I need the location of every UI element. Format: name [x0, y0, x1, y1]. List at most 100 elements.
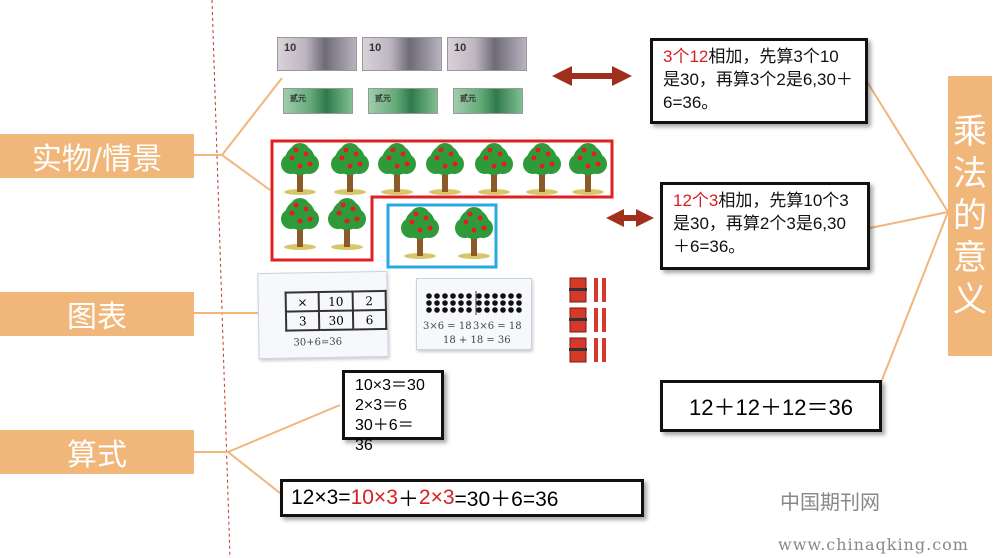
dot-mark: [434, 293, 440, 299]
banknote-two-1: 贰元: [283, 88, 353, 114]
apple-tree-icon: [281, 198, 319, 250]
dot-mark: [434, 307, 440, 313]
banknote-ten-3: 10: [447, 37, 527, 71]
dot-mark: [476, 307, 482, 313]
dot-mark: [508, 293, 514, 299]
apple-tree-icon: [523, 143, 561, 195]
banknote-two-2: 贰元: [368, 88, 438, 114]
meaning-char-4: 意: [953, 238, 987, 278]
apple-tree-icon: [426, 143, 464, 195]
meaning-char-3: 的: [953, 196, 987, 236]
blue-box-trees: [386, 203, 498, 269]
apple-tree-icon: [331, 143, 369, 195]
table-cell: 10: [318, 291, 353, 312]
dot-mark: [484, 300, 490, 306]
table-row: 3 30 6: [285, 309, 387, 331]
table-cell: 3: [285, 311, 320, 331]
dot-mark: [476, 293, 482, 299]
banknote-ten-2-value: 10: [369, 42, 382, 54]
dot-mark: [516, 293, 522, 299]
apple-tree-icon: [569, 143, 607, 195]
explanation-box-1: 3个12相加，先算3个10是30，再算3个2是6,30＋6=36。: [650, 38, 868, 124]
watermark-cn: 中国期刊网: [780, 490, 880, 514]
dots-eq-2: 3×6 = 18: [473, 321, 522, 332]
banknote-two-3-value: 贰元: [460, 94, 476, 103]
dot-mark: [500, 293, 506, 299]
single-stick: [594, 308, 598, 332]
sum-box: 12＋12＋12＝36: [660, 380, 882, 432]
box2-highlight: 12个3: [673, 191, 719, 210]
dot-mark: [466, 293, 472, 299]
dot-mark: [450, 293, 456, 299]
calc-box: 10×3＝30 2×3＝6 30＋6＝36: [342, 370, 444, 454]
table-cell: 6: [352, 309, 387, 330]
dot-mark: [484, 293, 490, 299]
red-outline-trees: [270, 139, 614, 262]
dot-mark: [426, 300, 432, 306]
watermark-url: www.chinaqking.com: [778, 535, 969, 554]
dot-mark: [426, 293, 432, 299]
single-stick: [602, 278, 606, 302]
label-chart: 图表: [0, 292, 194, 336]
meaning-char-5: 义: [953, 280, 987, 320]
calc-line-1: 10×3＝30: [355, 377, 425, 394]
box1-highlight: 3个12: [663, 47, 709, 66]
table-cell: ×: [285, 292, 320, 312]
final-part-4: 2×3: [418, 486, 455, 509]
dots-eq-3: 18 + 18 = 36: [443, 335, 511, 346]
double-arrow-top: [552, 66, 632, 86]
stick-bundle-band: [569, 348, 587, 351]
line-meaning-mid: [869, 211, 949, 229]
label-meaning: 乘 法 的 意 义: [948, 76, 992, 356]
apple-tree-icon: [378, 143, 416, 195]
dot-mark: [500, 307, 506, 313]
dot-mark: [508, 300, 514, 306]
dot-mark: [516, 307, 522, 313]
calc-line-2: 2×3＝6: [355, 397, 408, 414]
dot-array: [426, 291, 522, 315]
label-formula: 算式: [0, 430, 194, 474]
dot-mark: [458, 293, 464, 299]
box2-text: 相加，先算10个3是30，再算2个3是6,30＋6=36。: [673, 191, 849, 256]
single-stick: [594, 278, 598, 302]
dot-mark: [450, 300, 456, 306]
dot-mark: [466, 300, 472, 306]
banknote-two-1-value: 贰元: [290, 94, 306, 103]
apple-tree-icon: [281, 143, 319, 195]
banknote-two-3: 贰元: [453, 88, 523, 114]
table-row: × 10 2: [285, 290, 386, 312]
apple-tree-icon: [455, 207, 493, 259]
final-part-5: =30＋6=36: [454, 488, 559, 511]
final-equation-box: 12×3=10×3＋2×3=30＋6=36: [280, 479, 644, 517]
dot-mark: [516, 300, 522, 306]
banknote-ten-1-value: 10: [284, 42, 297, 54]
table-sum: 30+6=36: [293, 336, 343, 349]
multiplication-table: × 10 2 3 30 6: [285, 290, 388, 332]
counting-sticks: [569, 277, 606, 363]
dot-mark: [484, 307, 490, 313]
paper-dots: 3×6 = 18 3×6 = 18 18 + 18 = 36: [416, 278, 532, 350]
meaning-char-2: 法: [953, 154, 987, 194]
final-part-1: 12×3=: [291, 486, 351, 509]
banknote-ten-1: 10: [277, 37, 357, 71]
stick-bundle-band: [569, 288, 587, 291]
dot-mark: [450, 307, 456, 313]
final-part-3: ＋: [397, 488, 419, 511]
dot-mark: [476, 300, 482, 306]
apple-tree-icon: [475, 143, 513, 195]
dot-mark: [442, 300, 448, 306]
dot-mark: [500, 300, 506, 306]
dots-eq-1: 3×6 = 18: [423, 321, 472, 332]
dot-mark: [434, 300, 440, 306]
dot-mark: [426, 307, 432, 313]
stick-bundle-band: [569, 318, 587, 321]
banknote-ten-2: 10: [362, 37, 442, 71]
apple-tree-icon: [401, 207, 439, 259]
single-stick: [602, 308, 606, 332]
dot-mark: [492, 300, 498, 306]
table-cell: 30: [319, 310, 354, 331]
box1-text: 相加，先算3个10是30，再算3个2是6,30＋6=36。: [663, 47, 853, 112]
paper-table: × 10 2 3 30 6 30+6=36: [257, 270, 389, 360]
apple-tree-icon: [328, 198, 366, 250]
